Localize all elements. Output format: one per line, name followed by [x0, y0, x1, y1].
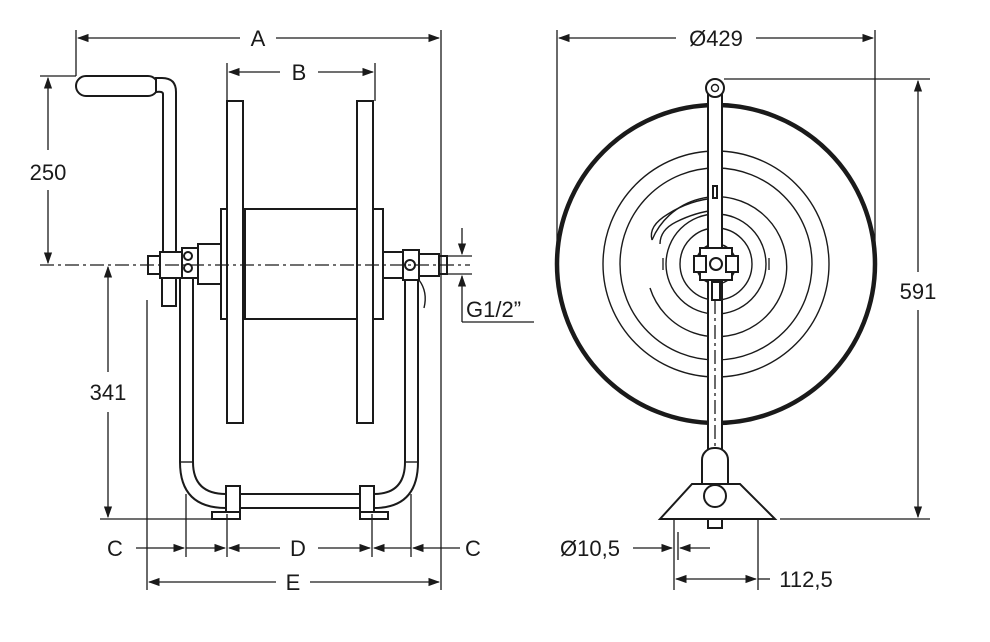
label-D: D: [290, 536, 306, 561]
dimension-thread: G1/2”: [447, 228, 534, 323]
label-341: 341: [90, 380, 127, 405]
label-C-right: C: [465, 536, 481, 561]
frame-feet: [211, 485, 389, 520]
label-591: 591: [900, 279, 937, 304]
front-view: [554, 78, 878, 529]
dimension-hole-10-5: Ø10,5: [560, 519, 710, 590]
label-B: B: [292, 60, 307, 85]
axle-hub-left: [147, 243, 223, 285]
label-E: E: [286, 570, 301, 595]
crank-knob: [705, 78, 725, 98]
dimension-A: A: [75, 26, 442, 590]
dimension-B: B: [226, 60, 376, 101]
dimension-341: 341: [90, 265, 240, 520]
crank-handle: [75, 75, 177, 307]
label-A: A: [251, 26, 266, 51]
dimension-112-5: 112,5: [674, 519, 833, 592]
hose-curl: [650, 197, 717, 241]
label-diameter-429: Ø429: [689, 26, 743, 51]
dimension-591: 591: [724, 78, 937, 520]
label-thread: G1/2”: [466, 297, 521, 322]
reel-drum: [220, 100, 384, 424]
dimension-250: 250: [30, 75, 76, 265]
dimension-diameter-429: Ø429: [556, 26, 876, 260]
label-hole-10-5: Ø10,5: [560, 536, 620, 561]
dimension-C-D: C D C: [107, 494, 481, 561]
label-250: 250: [30, 160, 67, 185]
frame-tube: [179, 271, 419, 509]
dimension-E: E: [146, 300, 441, 595]
side-view: [40, 75, 470, 520]
hose-coil-inner: [649, 196, 788, 338]
label-C-left: C: [107, 536, 123, 561]
label-112-5: 112,5: [779, 567, 832, 592]
